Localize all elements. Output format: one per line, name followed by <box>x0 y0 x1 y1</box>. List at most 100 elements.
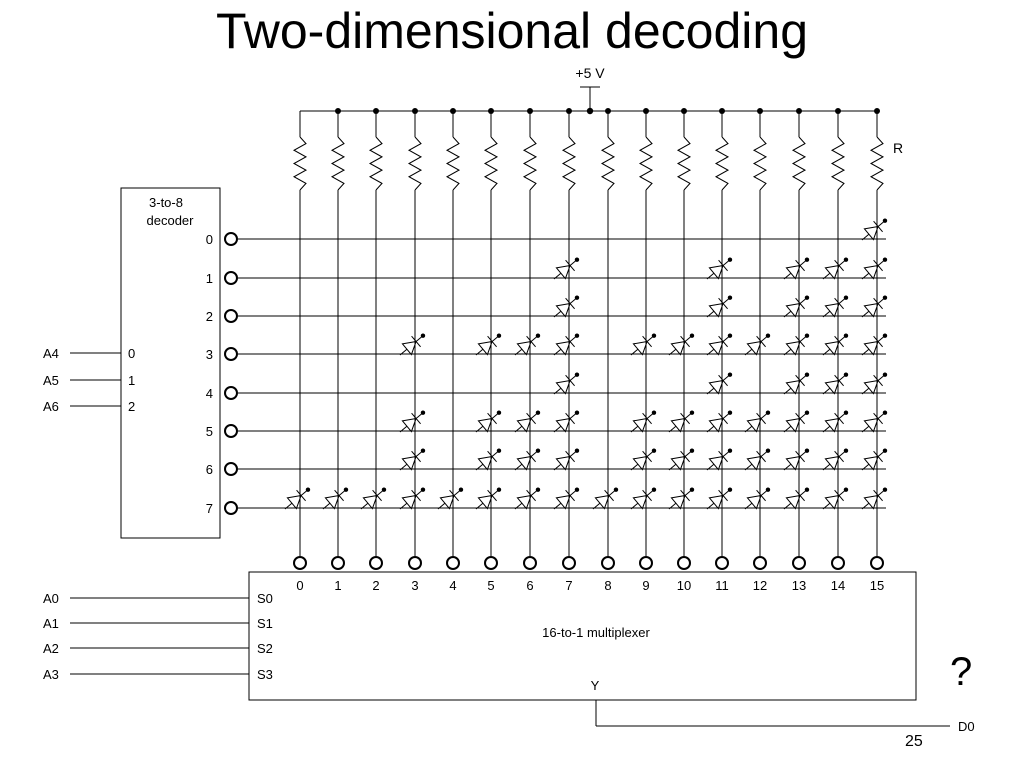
decoder-output-bubble <box>224 347 238 361</box>
diode-anode-dot <box>882 295 888 300</box>
mux-input-label: 3 <box>411 578 418 593</box>
mux-input-bubble <box>753 556 767 570</box>
rail-junction-dot <box>605 108 611 114</box>
diode-anode-dot <box>458 487 464 492</box>
decoder-output-label: 0 <box>206 232 213 247</box>
diode <box>783 374 808 395</box>
rail-junction-dot <box>796 108 802 114</box>
decoder-output-label: 2 <box>206 309 213 324</box>
mux-input-bubble <box>639 556 653 570</box>
diode <box>475 489 500 510</box>
diode-anode-dot <box>765 410 771 415</box>
diode <box>822 450 847 471</box>
rail-junction-dot <box>373 108 379 114</box>
diode-anode-dot <box>765 333 771 338</box>
decoder-output-label: 3 <box>206 347 213 362</box>
diode-anode-dot <box>843 410 849 415</box>
diode-anode-dot <box>843 295 849 300</box>
mux-input-label: 12 <box>753 578 767 593</box>
mux-input-bubble <box>369 556 383 570</box>
rail-junction-dot <box>566 108 572 114</box>
pull-up-resistor <box>445 136 461 191</box>
mux-input-label: 7 <box>565 578 572 593</box>
mux-input-bubble <box>331 556 345 570</box>
diode <box>706 374 731 395</box>
mux-select-signal: A3 <box>43 667 59 682</box>
diode-anode-dot <box>689 487 695 492</box>
diode-anode-dot <box>882 333 888 338</box>
diode-anode-dot <box>496 448 502 453</box>
decoder-box <box>120 187 221 539</box>
diode <box>553 335 578 356</box>
diode-anode-dot <box>804 487 810 492</box>
pull-up-resistors <box>292 136 885 191</box>
diode-anode-dot <box>727 372 733 377</box>
mux-input-label: 6 <box>526 578 533 593</box>
decoder-title-line1: 3-to-8 <box>149 195 183 210</box>
pull-up-resistor <box>869 136 885 191</box>
diode-anode-dot <box>574 410 580 415</box>
diode <box>706 297 731 318</box>
mux-input-label: 13 <box>792 578 806 593</box>
diode-anode-dot <box>882 257 888 262</box>
mux-select-signal: A1 <box>43 616 59 631</box>
diode-anode-dot <box>689 410 695 415</box>
mux-input-label: 14 <box>831 578 845 593</box>
diode-anode-dot <box>727 333 733 338</box>
decoder-output-bubble <box>224 462 238 476</box>
diode-anode-dot <box>727 257 733 262</box>
decoder-output-bubble <box>224 501 238 515</box>
mux-input-bubble <box>408 556 422 570</box>
supply-tap-dot <box>586 107 594 115</box>
decoder-output-bubble <box>224 386 238 400</box>
diode-anode-dot <box>535 448 541 453</box>
pull-up-resistor <box>407 136 423 191</box>
mux-input-bubble <box>601 556 615 570</box>
pull-up-resistor <box>752 136 768 191</box>
rail-junction-dot <box>450 108 456 114</box>
decoder-title-line2: decoder <box>147 213 195 228</box>
diode-anode-dot <box>804 410 810 415</box>
diode-anode-dot <box>882 487 888 492</box>
diode-anode-dot <box>882 410 888 415</box>
pull-up-resistor <box>522 136 538 191</box>
diode-anode-dot <box>420 333 426 338</box>
mux-input-label: 2 <box>372 578 379 593</box>
diode <box>744 450 769 471</box>
diode-anode-dot <box>804 257 810 262</box>
decoder-output-bubble <box>224 309 238 323</box>
mux-input-bubble <box>562 556 576 570</box>
mux-select-pin: S2 <box>257 641 273 656</box>
rail-junction-dot <box>874 108 880 114</box>
mux-input-label: 0 <box>296 578 303 593</box>
pull-up-resistor <box>714 136 730 191</box>
mux-input-bubble <box>677 556 691 570</box>
mux-output-signal: D0 <box>958 719 975 734</box>
mux-select-pin: S1 <box>257 616 273 631</box>
pull-up-resistor <box>561 136 577 191</box>
inverting-bubbles <box>224 232 884 570</box>
rail-junction-dot <box>488 108 494 114</box>
diode-anode-dot <box>574 372 580 377</box>
diode-anode-dot <box>727 487 733 492</box>
diode-anode-dot <box>843 448 849 453</box>
mux-input-label: 4 <box>449 578 456 593</box>
mux-input-label: 5 <box>487 578 494 593</box>
rail-junction-dot <box>412 108 418 114</box>
diode-anode-dot <box>804 295 810 300</box>
decoder-output-label: 5 <box>206 424 213 439</box>
diode-anode-dot <box>343 487 349 492</box>
diode <box>861 220 886 241</box>
mux-input-label: 10 <box>677 578 691 593</box>
mux-input-bubble <box>715 556 729 570</box>
decoder-output-label: 1 <box>206 271 213 286</box>
mux-select-pin: S0 <box>257 591 273 606</box>
diode <box>630 450 655 471</box>
diode <box>744 489 769 510</box>
diode-anode-dot <box>496 333 502 338</box>
diode-anode-dot <box>496 410 502 415</box>
pull-up-resistor <box>330 136 346 191</box>
pull-up-resistor <box>676 136 692 191</box>
pull-up-resistor <box>368 136 384 191</box>
